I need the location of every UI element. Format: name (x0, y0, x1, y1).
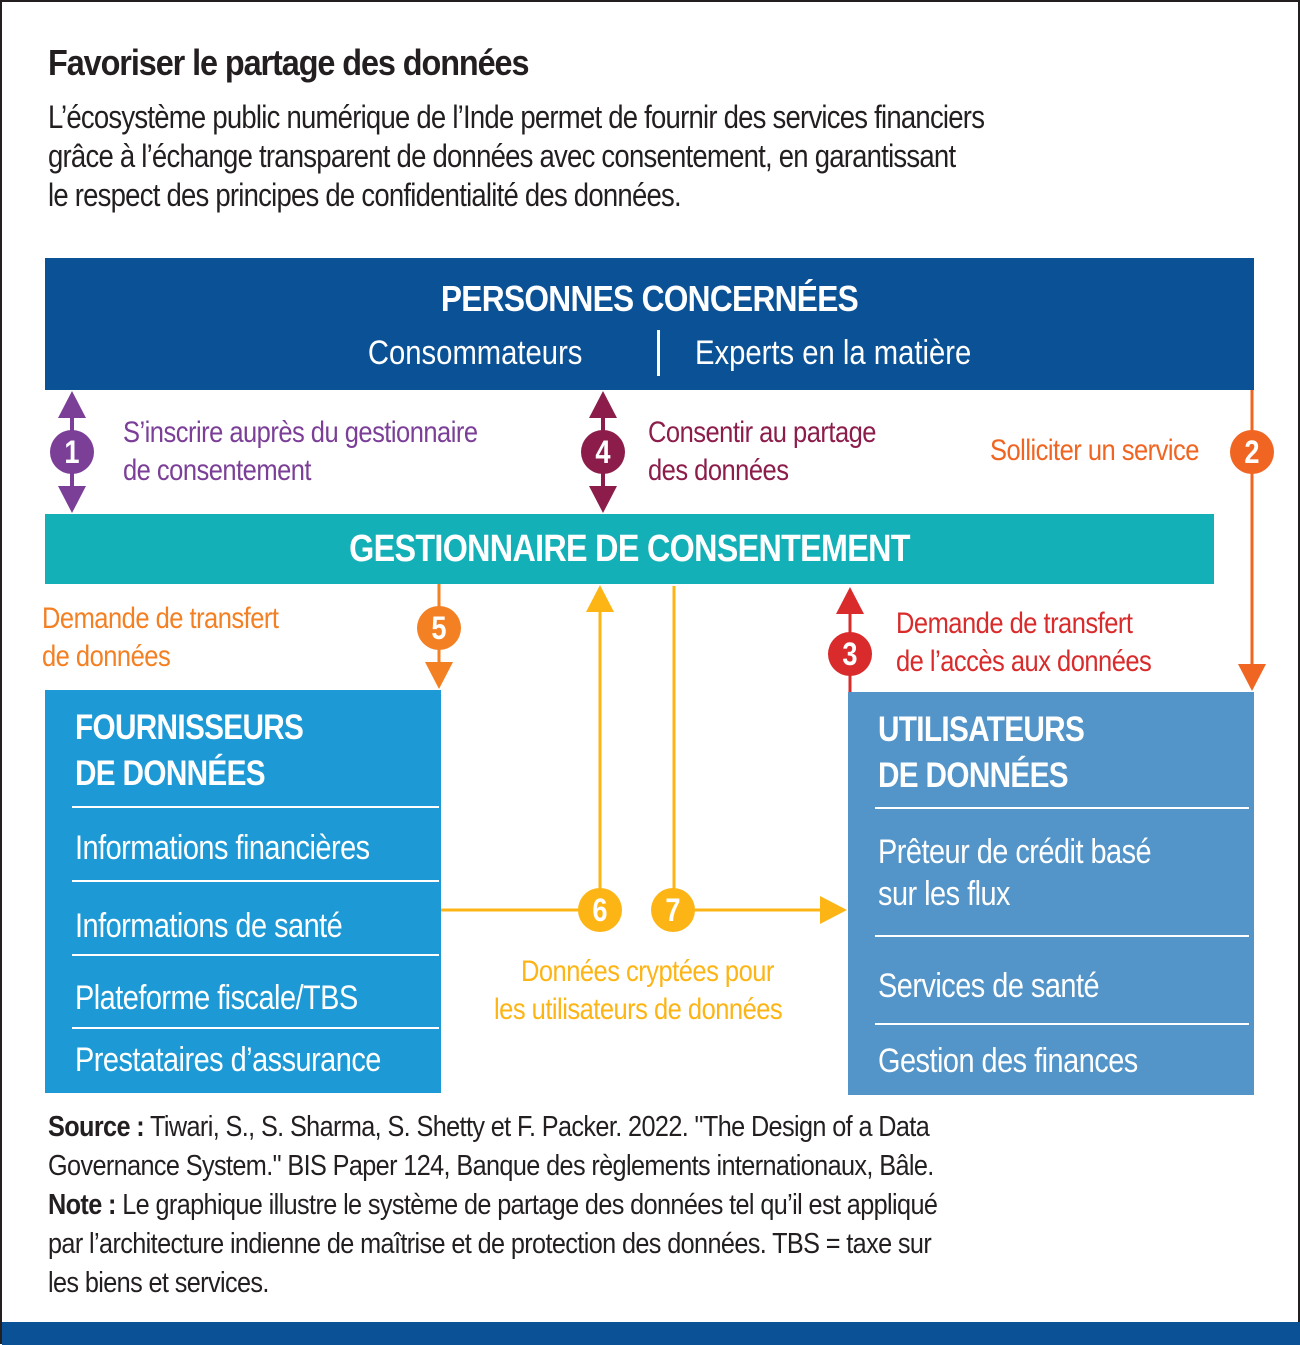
divider (72, 880, 439, 882)
divider (875, 807, 1249, 809)
step-badge-1: 1 (50, 430, 94, 474)
subtitle-line: L’écosystème public numérique de l’Inde … (48, 99, 985, 135)
source-line: Governance System." BIS Paper 124, Banqu… (48, 1150, 934, 1182)
node-title-line: FOURNISSEURS (75, 708, 304, 747)
node-title-line: DE DONNÉES (75, 754, 266, 793)
step-badge-3: 3 (828, 632, 872, 676)
step-label-4: Consentir au partage des données (648, 416, 876, 487)
step-label-6-7: Données cryptées pour les utilisateurs d… (494, 955, 783, 1026)
subject-consumers: Consommateurs (367, 334, 582, 372)
node-title-line: DE DONNÉES (878, 756, 1069, 795)
node-consent-manager: GESTIONNAIRE DE CONSENTEMENT (45, 514, 1214, 584)
subtitle-line: grâce à l’échange transparent de données… (48, 138, 956, 174)
note-line: Note : Le graphique illustre le système … (48, 1189, 938, 1221)
provider-item: Informations de santé (75, 907, 343, 945)
bottom-accent-bar (2, 1322, 1300, 1345)
step-label-5: Demande de transfert de données (42, 602, 279, 673)
node-data-subjects: PERSONNES CONCERNÉES Consommateurs Exper… (45, 258, 1254, 390)
user-item: Prêteur de crédit basé (878, 833, 1152, 871)
note-label: Note : (48, 1189, 116, 1221)
figure-subtitle: L’écosystème public numérique de l’Inde … (48, 98, 985, 215)
node-data-providers: FOURNISSEURS DE DONNÉES Informations fin… (45, 690, 441, 1093)
step-label-1: S’inscrire auprès du gestionnaire de con… (123, 416, 478, 487)
provider-item: Informations financières (75, 829, 370, 867)
step-badge-6: 6 (578, 888, 622, 932)
source-line: Source : Tiwari, S., S. Sharma, S. Shett… (48, 1111, 930, 1143)
divider (72, 954, 439, 956)
separator (657, 330, 660, 376)
user-item: Gestion des finances (878, 1042, 1138, 1080)
divider (72, 1027, 439, 1029)
subtitle-line: le respect des principes de confidential… (48, 177, 682, 213)
divider (875, 1023, 1249, 1025)
provider-item: Plateforme fiscale/TBS (75, 979, 358, 1017)
note-line: par l’architecture indienne de maîtrise … (48, 1228, 932, 1260)
step-badge-7: 7 (651, 888, 695, 932)
provider-item: Prestataires d’assurance (75, 1041, 381, 1079)
user-item-continued: sur les flux (878, 875, 1011, 913)
step-label-3: Demande de transfert de l’accès aux donn… (896, 607, 1152, 678)
node-title: GESTIONNAIRE DE CONSENTEMENT (349, 528, 910, 570)
user-item: Services de santé (878, 967, 1100, 1005)
node-data-users: UTILISATEURS DE DONNÉES Prêteur de crédi… (848, 692, 1254, 1095)
step-badge-5: 5 (417, 606, 461, 650)
step-badge-4: 4 (581, 430, 625, 474)
subject-experts: Experts en la matière (695, 334, 972, 372)
divider (72, 806, 439, 808)
source-label: Source : (48, 1111, 145, 1143)
step-badge-2: 2 (1230, 430, 1274, 474)
note-line: les biens et services. (48, 1267, 269, 1299)
step-label-2: Solliciter un service (990, 434, 1199, 467)
node-title: PERSONNES CONCERNÉES (440, 278, 859, 319)
figure-footer: Source : Tiwari, S., S. Sharma, S. Shett… (48, 1108, 938, 1303)
node-title-line: UTILISATEURS (878, 710, 1085, 749)
divider (875, 935, 1249, 937)
figure-title: Favoriser le partage des données (48, 42, 530, 83)
